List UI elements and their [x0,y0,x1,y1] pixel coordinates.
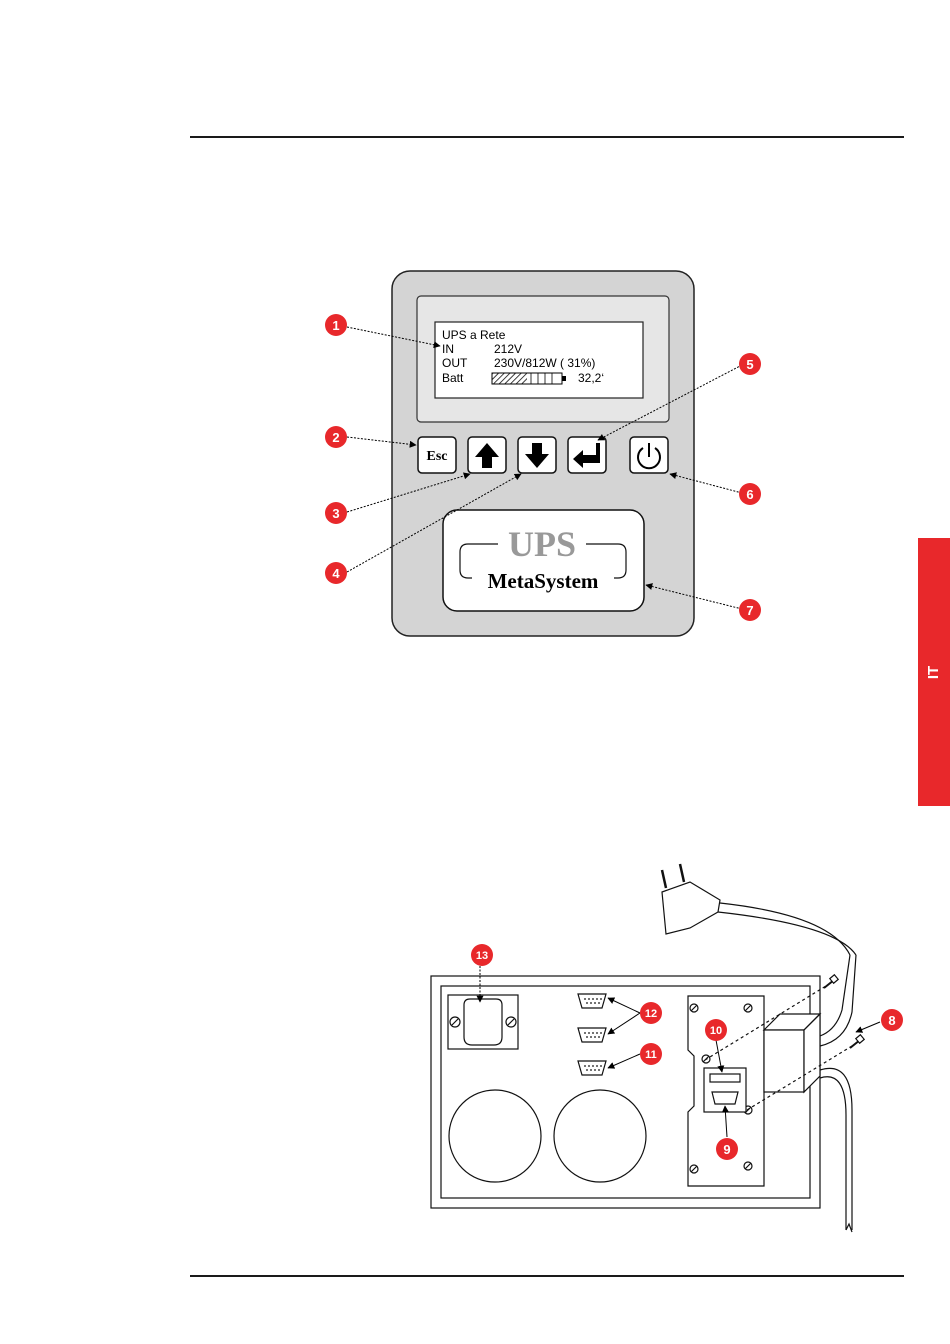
svg-text:10: 10 [710,1025,722,1037]
svg-text:13: 13 [476,950,488,962]
enter-button[interactable] [568,437,606,473]
plug-icon [662,864,720,934]
lcd-display: UPS a Rete IN 212V OUT 230V/812W ( 31%) … [417,296,669,422]
callout-8: 8 [881,1009,903,1031]
callout-9: 9 [716,1138,738,1160]
callout-13: 13 [471,944,493,966]
battery-gauge-icon [492,373,566,384]
svg-text:4: 4 [332,566,340,581]
serial-port-lower-icon [578,1061,606,1075]
callout-10: 10 [705,1019,727,1041]
svg-text:5: 5 [746,357,753,372]
power-button[interactable] [630,437,668,473]
logo-ups-text: UPS [508,524,576,564]
screw-upper-icon [824,975,838,988]
svg-text:1: 1 [332,318,339,333]
svg-text:7: 7 [746,603,753,618]
lcd-out-value: 230V/812W ( 31%) [494,356,595,370]
serial-port-middle-icon [578,1028,606,1042]
lcd-line-status: UPS a Rete [442,328,506,342]
front-panel: UPS a Rete IN 212V OUT 230V/812W ( 31%) … [392,271,694,636]
iec-inlet-icon [448,995,518,1049]
callout-1: 1 [325,314,347,336]
callout-2: 2 [325,426,347,448]
screw-lower-icon [850,1035,864,1048]
svg-text:3: 3 [332,506,339,521]
svg-text:12: 12 [645,1008,657,1020]
logo-brand-text: MetaSystem [488,569,599,593]
lcd-in-value: 212V [494,342,522,356]
callout-3: 3 [325,502,347,524]
svg-text:11: 11 [645,1049,657,1061]
svg-text:6: 6 [746,487,753,502]
lcd-in-label: IN [442,342,454,356]
lcd-batt-value: 32,2‘ [578,371,604,385]
svg-text:2: 2 [332,430,339,445]
adapter-box [764,1014,820,1092]
svg-text:9: 9 [723,1142,730,1157]
callout-7: 7 [739,599,761,621]
battery-gauge-fill [492,373,527,384]
svg-text:8: 8 [888,1013,895,1028]
down-button[interactable] [518,437,556,473]
serial-port-upper-icon [578,994,606,1008]
lcd-batt-label: Batt [442,371,464,385]
callout-5: 5 [739,353,761,375]
esc-button-label: Esc [427,449,448,464]
brand-logo-plate: UPS MetaSystem [443,510,644,611]
esc-button[interactable]: Esc [418,437,456,473]
callout-11: 11 [640,1043,662,1065]
callout-12: 12 [640,1002,662,1024]
callout-4: 4 [325,562,347,584]
up-button[interactable] [468,437,506,473]
lcd-out-label: OUT [442,356,468,370]
callout-6: 6 [739,483,761,505]
